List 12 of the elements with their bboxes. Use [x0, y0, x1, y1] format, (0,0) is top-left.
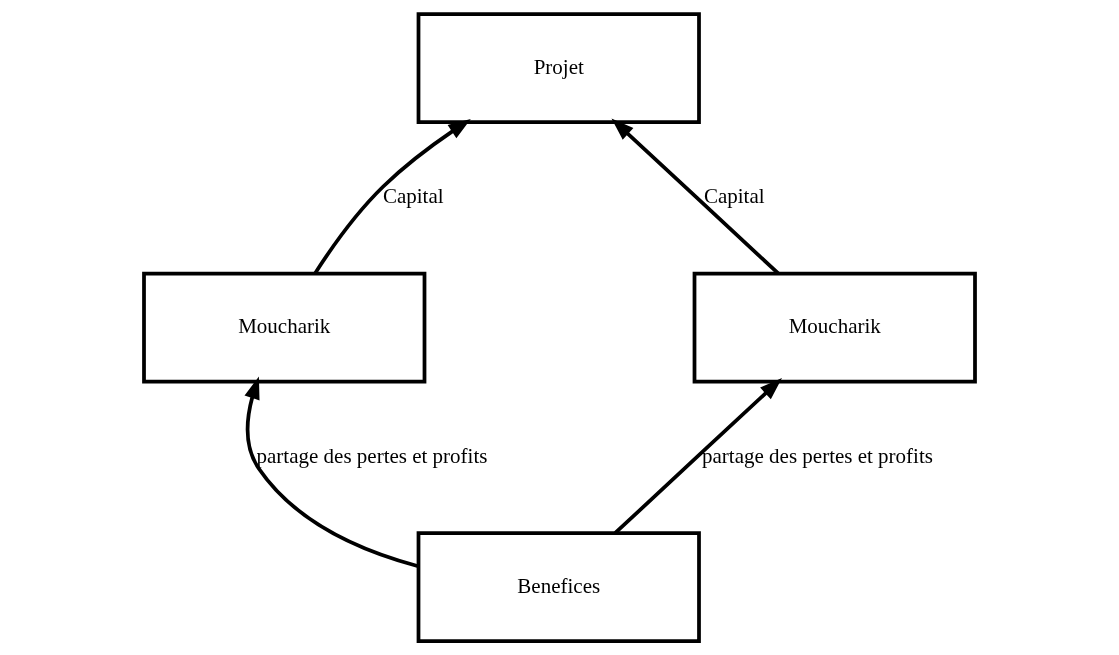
arrow: [313, 119, 471, 275]
arrow: [244, 376, 419, 569]
node-box: Moucharik: [142, 271, 427, 384]
node-box: Projet: [416, 12, 701, 124]
edge-label: Capital: [703, 184, 765, 209]
edge-label: partage des pertes et profits: [702, 443, 933, 468]
arrow: [614, 378, 782, 535]
edge-label: Capital: [382, 184, 444, 209]
edge-label: partage des pertes et profits: [256, 443, 488, 468]
node-box: Benefices: [416, 531, 701, 643]
node-box: Moucharik: [692, 271, 977, 384]
arrow: [611, 118, 780, 275]
